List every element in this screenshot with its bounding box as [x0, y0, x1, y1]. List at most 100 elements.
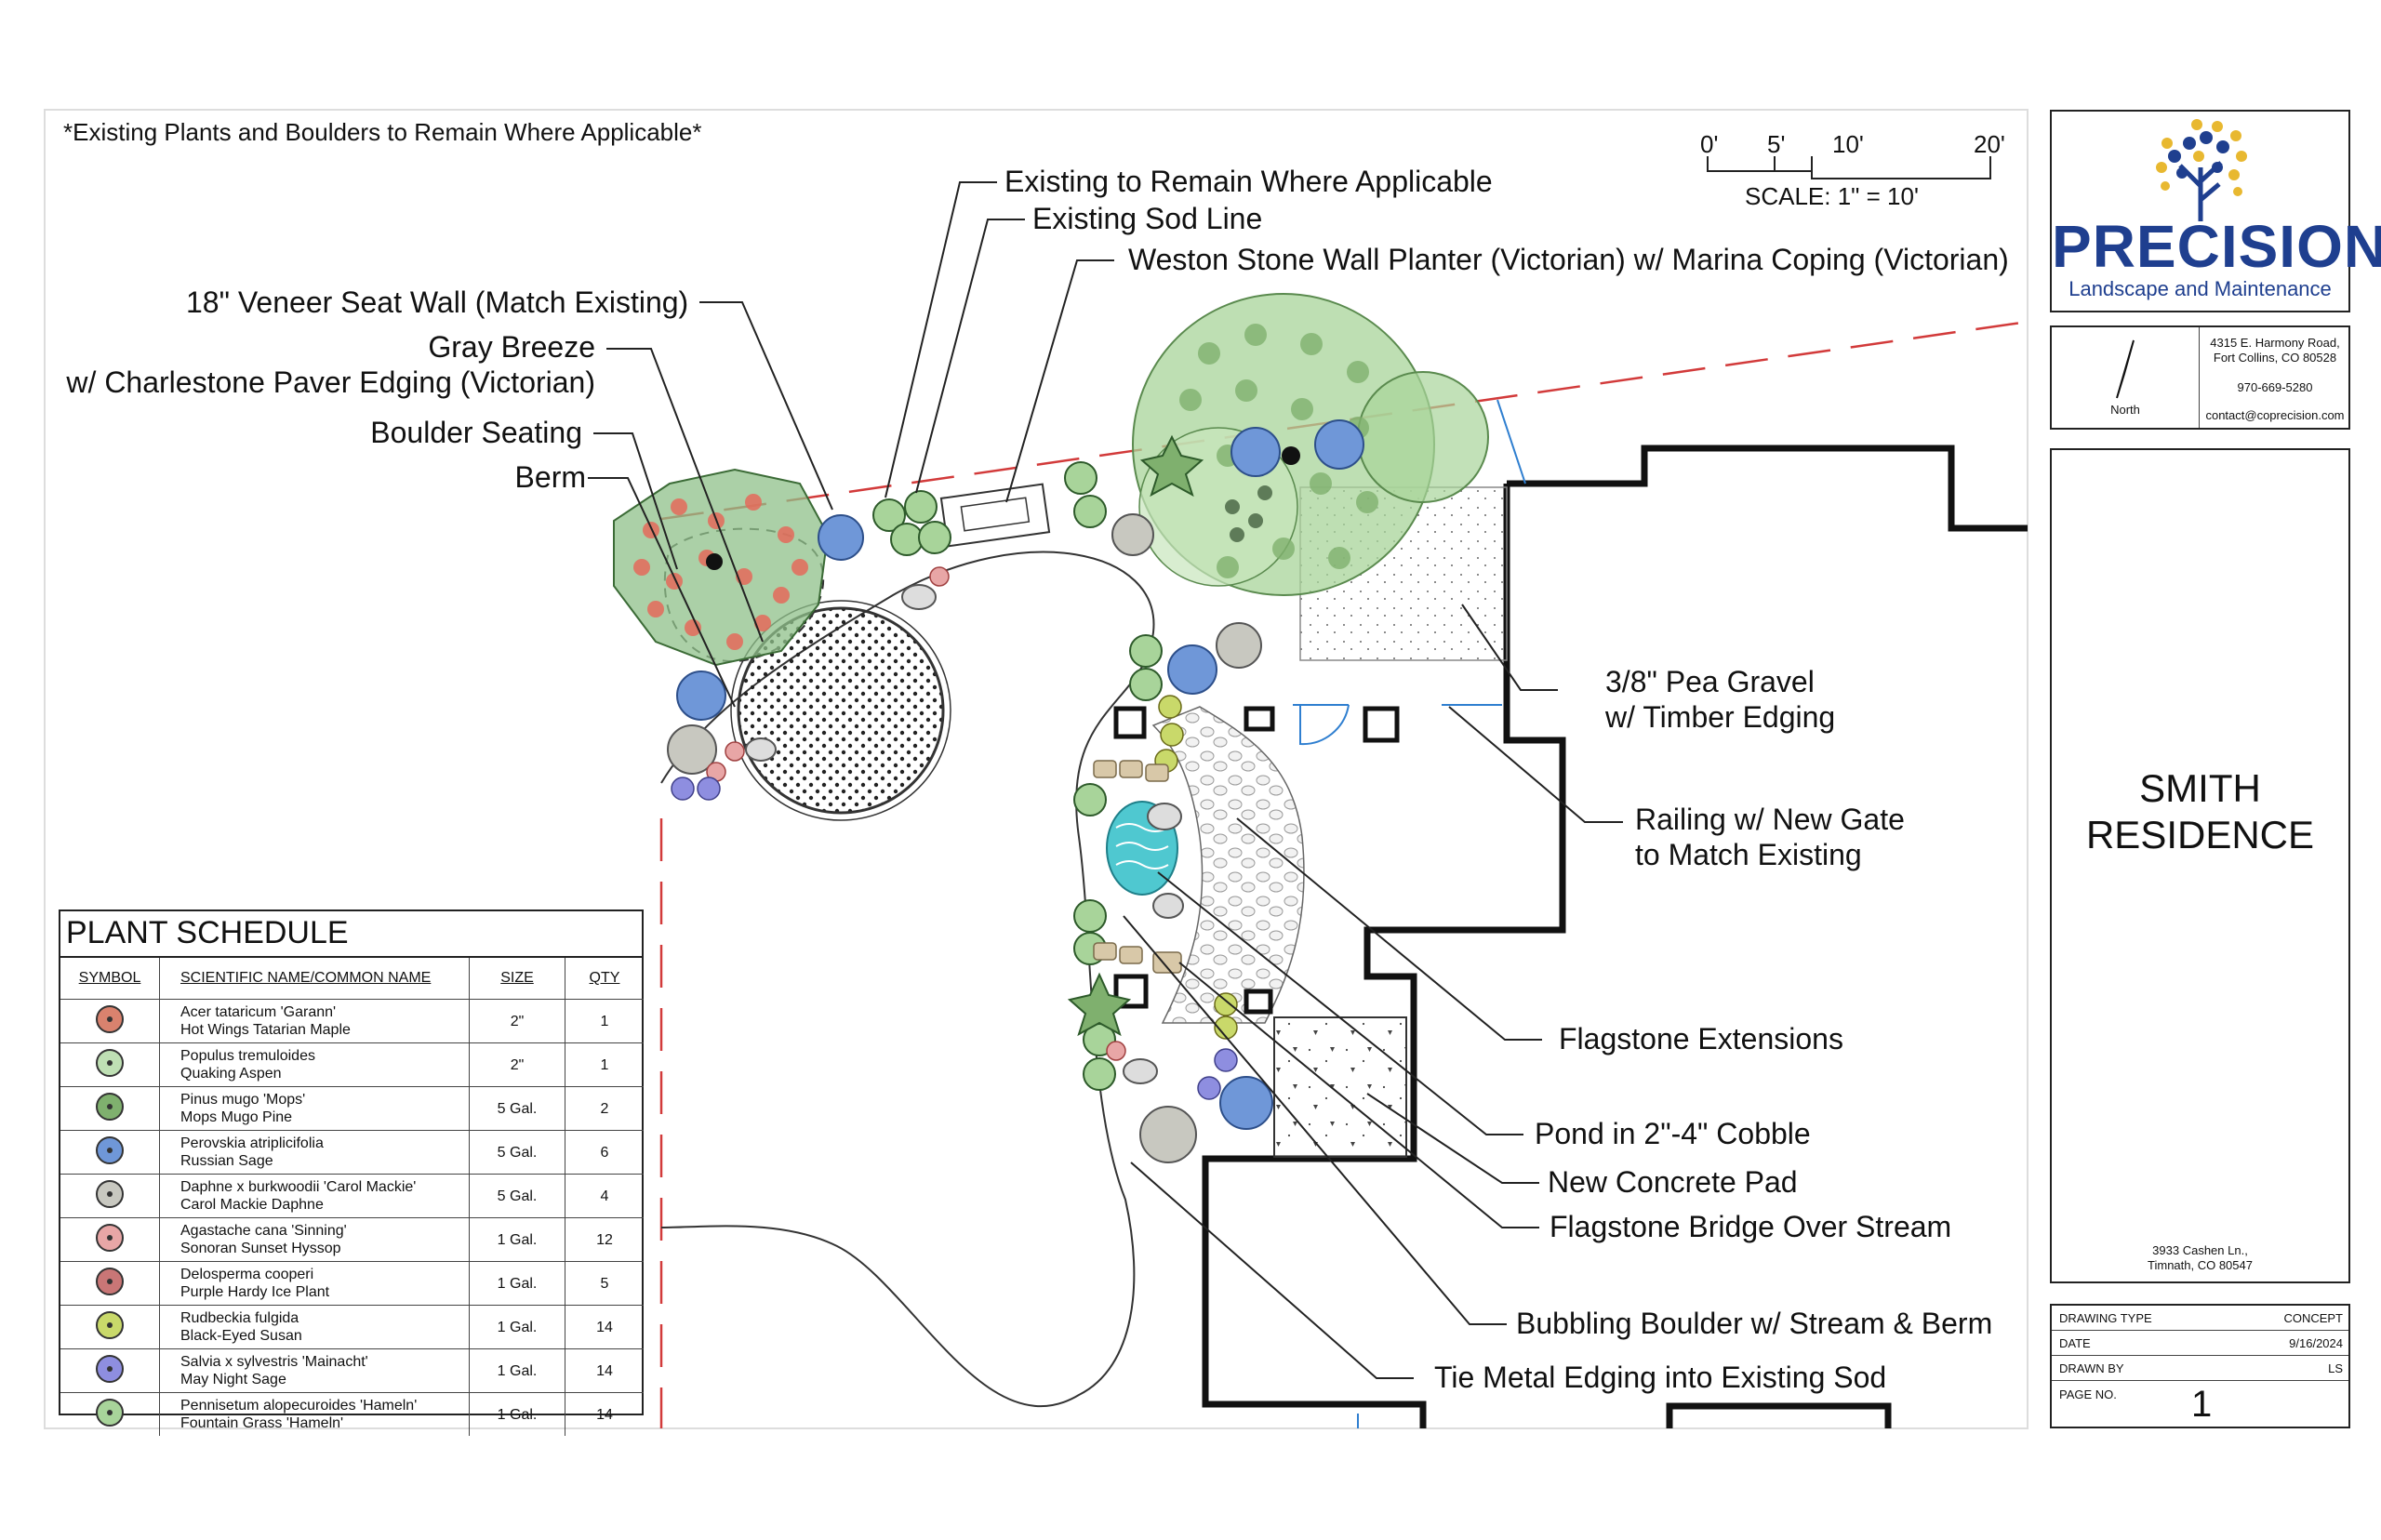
- plant-schedule-row: Agastache cana 'Sinning'Sonoran Sunset H…: [60, 1217, 644, 1262]
- header-name: SCIENTIFIC NAME/COMMON NAME: [159, 956, 470, 1000]
- plant-symbol-icon: [60, 1174, 160, 1218]
- callout-flagstone-extensions: Flagstone Extensions: [1559, 1022, 1843, 1055]
- plant-size: 5 Gal.: [469, 1086, 565, 1131]
- north-arrow-section: North: [2052, 327, 2200, 428]
- plant-symbol-icon: [60, 1217, 160, 1262]
- drawing-info-box: DRAWING TYPE CONCEPT DATE 9/16/2024 DRAW…: [2050, 1304, 2350, 1428]
- callout-pea-gravel-line2: w/ Timber Edging: [1605, 700, 1836, 734]
- plant-qty: 2: [565, 1086, 644, 1131]
- plant-schedule-title: PLANT SCHEDULE: [66, 915, 349, 950]
- stepping-stones: [1093, 760, 1182, 974]
- callout-pond: Pond in 2"-4" Cobble: [1535, 1117, 1811, 1150]
- plant-common-name: May Night Sage: [180, 1372, 286, 1387]
- plant-qty: 14: [565, 1348, 644, 1393]
- gray-breeze-patio: [737, 606, 945, 815]
- plant-qty: 12: [565, 1217, 644, 1262]
- aspen-trunk: [1282, 446, 1300, 465]
- plant-qty: 4: [565, 1174, 644, 1218]
- sheet-border: [44, 109, 2029, 1429]
- plant-size: 5 Gal.: [469, 1174, 565, 1218]
- company-subtitle: Landscape and Maintenance: [2068, 277, 2332, 300]
- callout-concrete-pad: New Concrete Pad: [1548, 1165, 1798, 1199]
- callout-pea-gravel: 3/8" Pea Gravel w/ Timber Edging: [1605, 664, 1835, 735]
- plant-scientific-name: Populus tremuloides: [180, 1048, 315, 1064]
- plant-qty: 6: [565, 1130, 644, 1175]
- plant-name-cell: Acer tataricum 'Garann' Hot Wings Tataria…: [159, 999, 470, 1043]
- plant-schedule: PLANT SCHEDULE SYMBOL SCIENTIFIC NAME/CO…: [59, 909, 644, 1436]
- callout-gray-breeze: Gray Breeze w/ Charlestone Paver Edging …: [65, 329, 595, 400]
- maple-canopy: [613, 468, 830, 667]
- plant-qty: 14: [565, 1305, 644, 1349]
- project-box: SMITH RESIDENCE 3933 Cashen Ln., Timnath…: [2050, 448, 2350, 1283]
- company-address-line1: 4315 E. Harmony Road,: [2210, 336, 2340, 350]
- leader-lines: [588, 181, 1623, 1379]
- drawn-by-value: LS: [2328, 1361, 2343, 1375]
- tree-logo-icon: [2156, 119, 2247, 221]
- callout-bubbling-boulder: Bubbling Boulder w/ Stream & Berm: [1516, 1307, 1993, 1340]
- logo-box: PRECISION Landscape and Maintenance: [2050, 110, 2381, 312]
- plant-scientific-name: Delosperma cooperi: [180, 1267, 314, 1282]
- plant-qty: 5: [565, 1261, 644, 1306]
- plant-scientific-name: Acer tataricum 'Garann': [180, 1004, 337, 1020]
- plant-size: 2": [469, 999, 565, 1043]
- page-number: 1: [2191, 1384, 2213, 1425]
- column-posts: [1113, 706, 1400, 1015]
- callout-existing-sod: Existing Sod Line: [1032, 202, 1263, 235]
- plant-schedule-row: Pennisetum alopecuroides 'Hameln'Fountai…: [60, 1392, 644, 1436]
- plant-schedule-body: Acer tataricum 'Garann' Hot Wings Tataria…: [60, 999, 644, 1436]
- header-symbol: SYMBOL: [60, 956, 160, 1000]
- plant-size: 1 Gal.: [469, 1392, 565, 1436]
- plant-symbol-icon: [60, 999, 160, 1043]
- callout-railing: Railing w/ New Gate to Match Existing: [1635, 802, 1905, 872]
- callout-railing-line2: to Match Existing: [1635, 838, 1862, 871]
- plant-symbol-icon: [60, 1392, 160, 1436]
- row-drawing-type: DRAWING TYPE CONCEPT: [2052, 1306, 2348, 1331]
- date-label: DATE: [2059, 1336, 2091, 1350]
- scale-label: SCALE: 1" = 10': [1745, 182, 1919, 210]
- daphne-group: [667, 513, 1262, 1163]
- scale-bar: [1707, 156, 1991, 179]
- salvia-group: [671, 777, 1238, 1100]
- plant-common-name: Purple Hardy Ice Plant: [180, 1284, 330, 1300]
- header-qty: QTY: [565, 956, 644, 1000]
- site-address-line1: 3933 Cashen Ln.,: [2152, 1243, 2248, 1257]
- plant-symbol-icon: [60, 1086, 160, 1131]
- callout-gray-breeze-line1: Gray Breeze: [428, 330, 595, 364]
- plant-qty: 14: [565, 1392, 644, 1436]
- plant-common-name: Hot Wings Tatarian Maple: [180, 1022, 351, 1038]
- plant-common-name: Quaking Aspen: [180, 1066, 282, 1082]
- flagstone-extensions: [1151, 706, 1305, 1024]
- callout-boulder-seating: Boulder Seating: [370, 416, 582, 449]
- callout-weston-wall: Weston Stone Wall Planter (Victorian) w/…: [1128, 243, 2009, 276]
- north-label: North: [2110, 403, 2140, 417]
- callout-gray-breeze-line2: w/ Charlestone Paver Edging (Victorian): [66, 365, 595, 399]
- project-name-line2: RESIDENCE: [2085, 813, 2315, 856]
- plant-scientific-name: Salvia x sylvestris 'Mainacht': [180, 1354, 368, 1370]
- plant-name-cell: Daphne x burkwoodii 'Carol Mackie'Carol …: [159, 1174, 470, 1218]
- plant-qty: 1: [565, 999, 644, 1043]
- russian-sage-group: [676, 419, 1364, 1130]
- plant-size: 1 Gal.: [469, 1261, 565, 1306]
- drawn-by-label: DRAWN BY: [2059, 1361, 2124, 1375]
- gate-swing: [1299, 704, 1350, 746]
- plant-schedule-table: SYMBOL SCIENTIFIC NAME/COMMON NAME SIZE …: [60, 956, 644, 1436]
- callout-seat-wall: 18" Veneer Seat Wall (Match Existing): [186, 285, 689, 319]
- plant-size: 5 Gal.: [469, 1130, 565, 1175]
- plant-symbol-icon: [60, 1261, 160, 1306]
- drawing-type-value: CONCEPT: [2283, 1311, 2343, 1325]
- plant-scientific-name: Pinus mugo 'Mops': [180, 1092, 306, 1108]
- plant-symbol-icon: [60, 1130, 160, 1175]
- scale-tick-20: 20': [1974, 130, 2005, 158]
- fountain-grass-group: [872, 461, 1163, 1091]
- north-arrow-icon: [2116, 339, 2135, 399]
- drawing-type-label: DRAWING TYPE: [2059, 1311, 2152, 1325]
- mugo-pine-group: [1067, 434, 1204, 1037]
- company-address-line2: Fort Collins, CO 80528: [2213, 351, 2337, 365]
